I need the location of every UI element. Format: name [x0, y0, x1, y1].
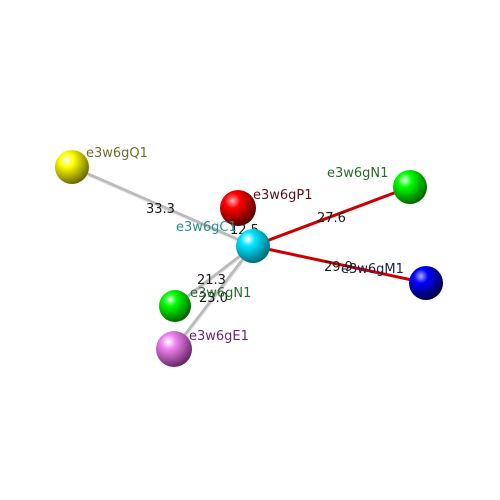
atom-m1[interactable]: [409, 266, 443, 300]
bonds-far: [71, 165, 256, 351]
bonds-close: [252, 185, 427, 285]
distance-label-e1: 23.0: [199, 291, 228, 306]
atom-n1-right[interactable]: [393, 170, 427, 204]
atom-p1[interactable]: [220, 190, 256, 226]
atom-label-n1-left: e3w6gN1: [190, 286, 251, 301]
atoms: [55, 150, 443, 367]
atom-center[interactable]: [236, 229, 270, 263]
atom-labels: e3w6gQ1 e3w6gP1 e3w6gC1 e3w6gN1 e3w6gM1 …: [86, 146, 404, 344]
atom-label-center: e3w6gC1: [176, 220, 237, 235]
bond-q1: [71, 165, 254, 248]
atom-label-e1: e3w6gE1: [189, 329, 249, 344]
atom-e1[interactable]: [156, 331, 192, 367]
distance-label-m1: 29.9: [324, 260, 353, 275]
distance-label-n1-left: 21.3: [197, 273, 226, 288]
atom-label-q1: e3w6gQ1: [86, 146, 148, 161]
distance-label-q1: 33.3: [146, 202, 175, 217]
atom-label-m1: e3w6gM1: [341, 262, 404, 277]
bond-n1-right: [252, 185, 411, 248]
bond-m1: [252, 244, 427, 285]
atom-n1-left[interactable]: [159, 290, 191, 322]
atom-q1[interactable]: [55, 150, 89, 184]
atom-label-n1-right: e3w6gN1: [327, 166, 388, 181]
distance-label-n1-right: 27.6: [317, 211, 346, 226]
atom-label-p1: e3w6gP1: [253, 188, 313, 203]
bond-e1: [172, 245, 255, 350]
